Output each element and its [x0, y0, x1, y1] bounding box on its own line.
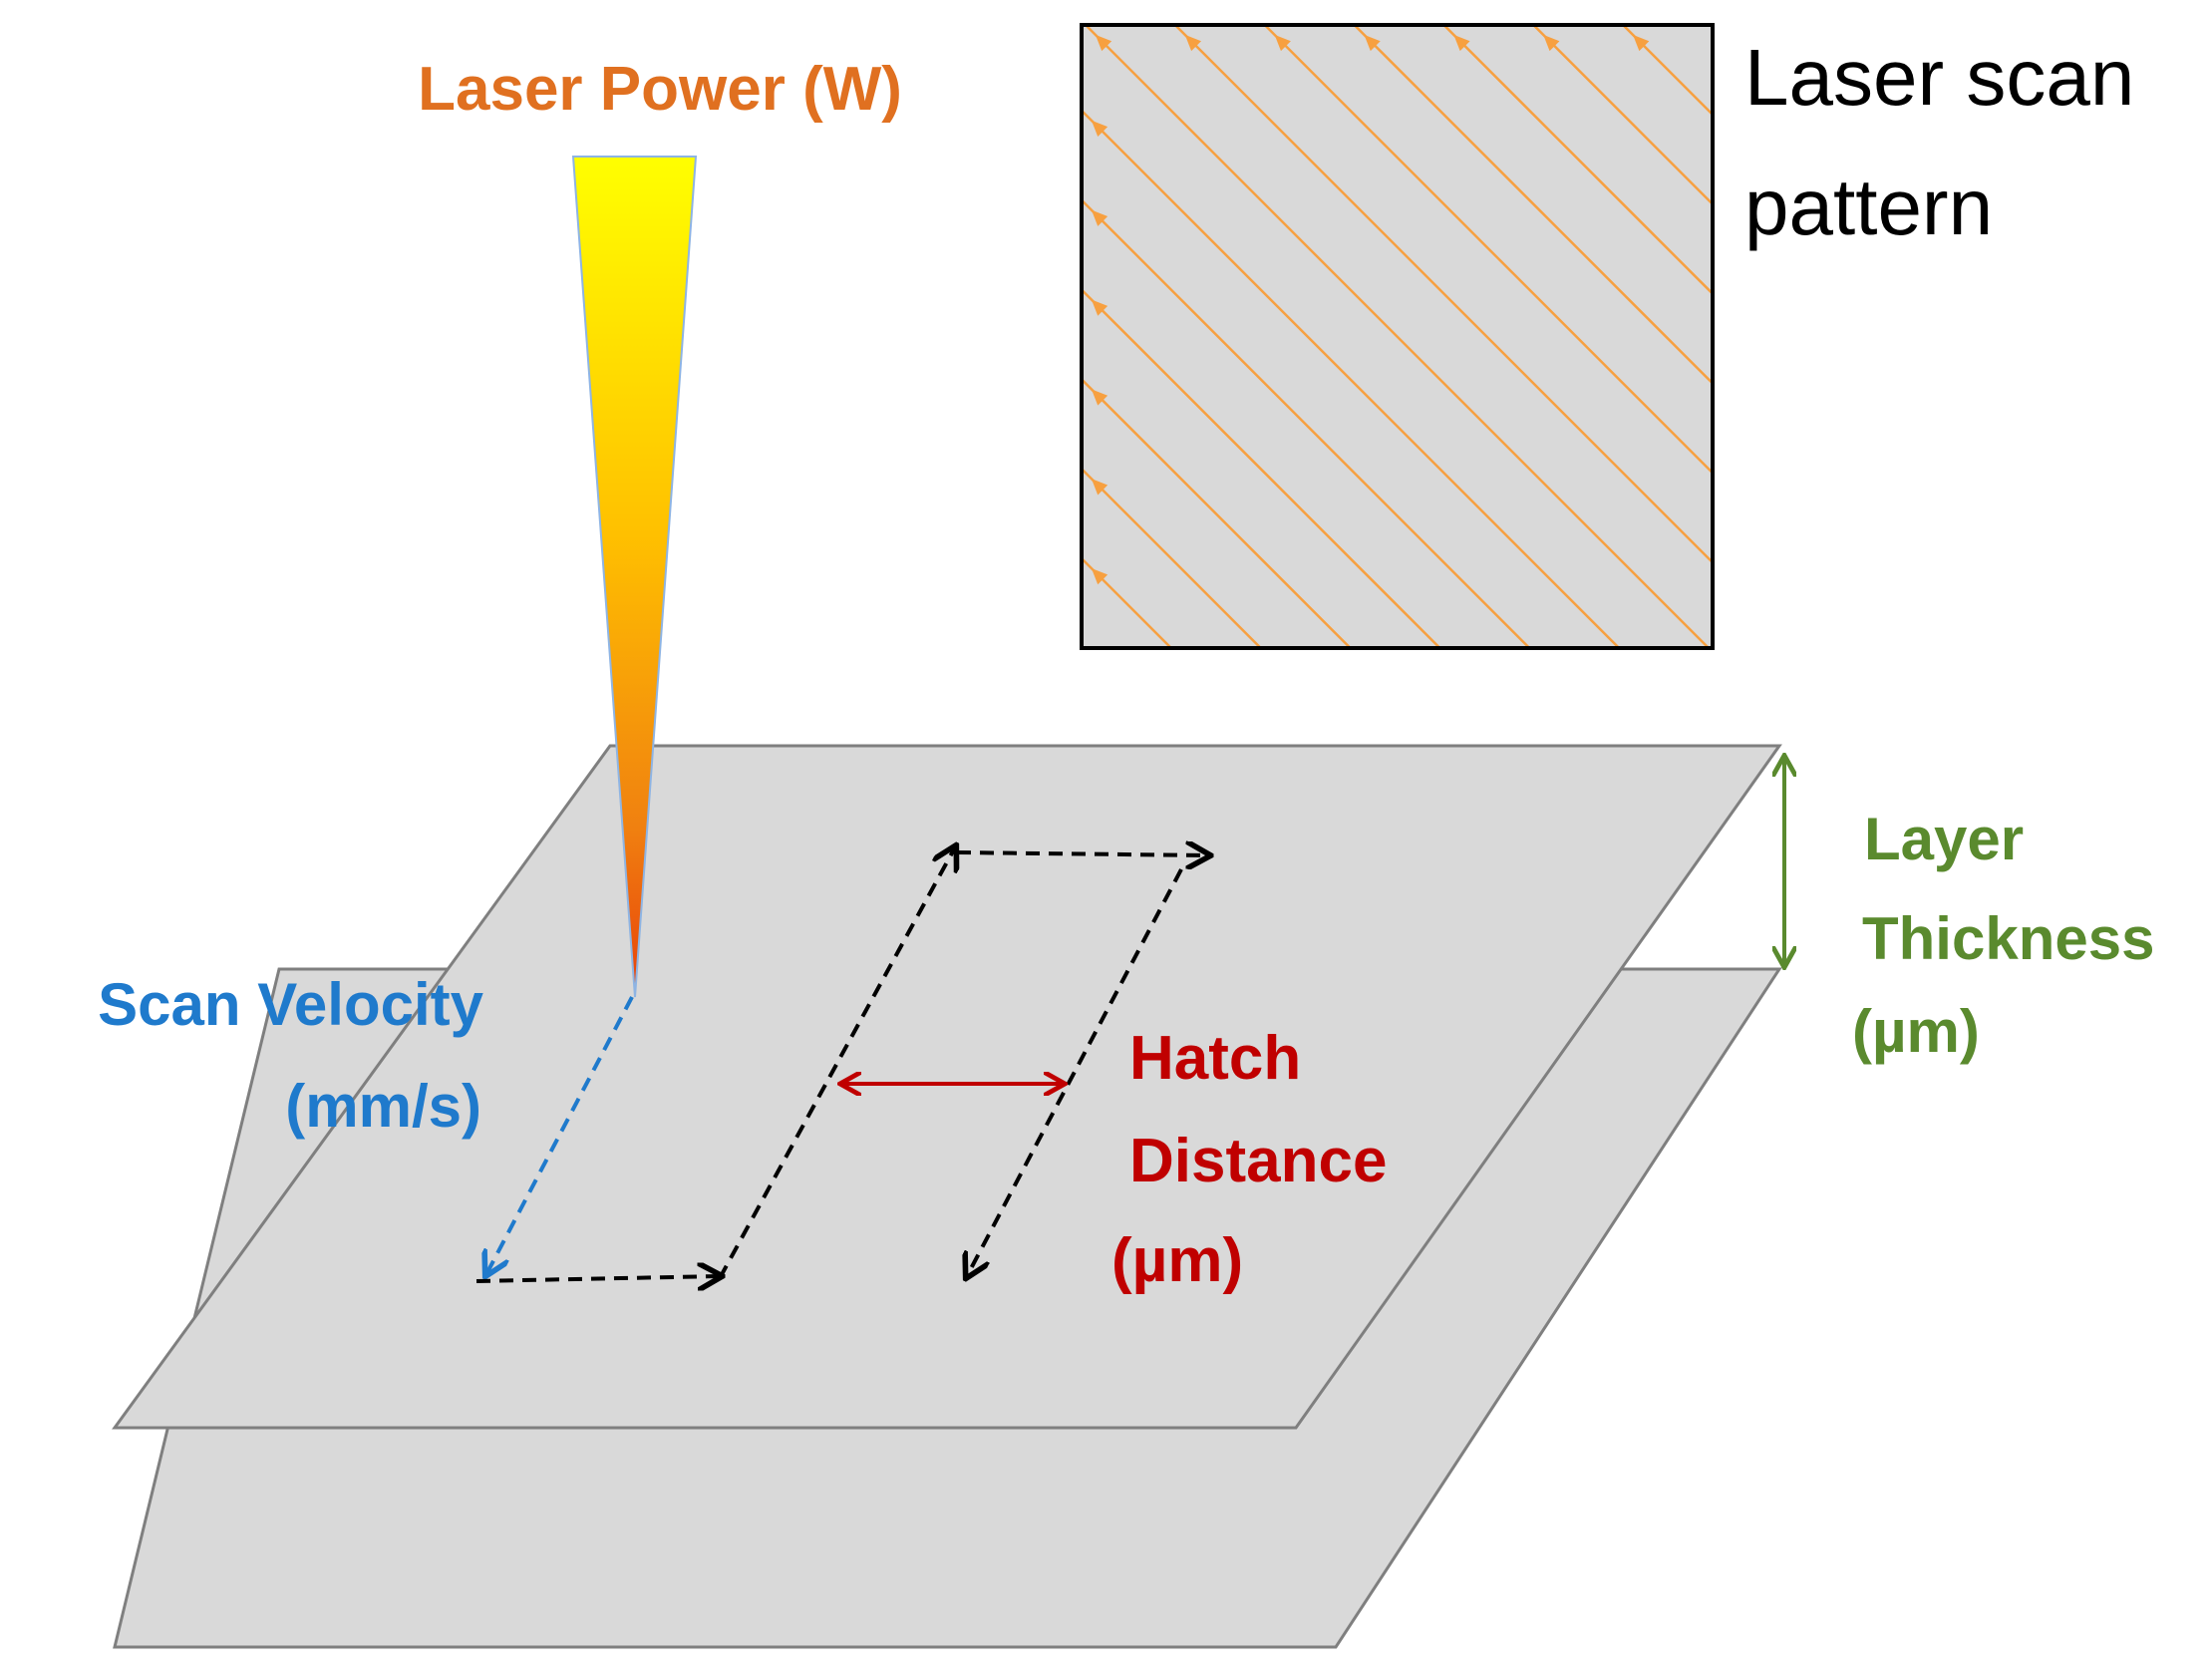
- scan-velocity-label-line1: Scan Velocity: [98, 971, 483, 1038]
- scan-pattern-label-line1: Laser scan: [1744, 33, 2134, 122]
- scan-pattern-inset: [1080, 23, 1715, 650]
- scan-hatch-line: [1085, 25, 1710, 648]
- scan-hatch-line: [1442, 25, 1713, 295]
- scan-hatch-arrowhead: [1091, 479, 1108, 496]
- scan-velocity-label-line2: (mm/s): [285, 1073, 481, 1140]
- layer-thickness-label-line2: Thickness: [1862, 905, 2154, 972]
- scan-hatch-arrowhead: [1091, 568, 1108, 585]
- scan-pattern-hatch-lines: [1082, 25, 1713, 648]
- scan-hatch-line: [1082, 288, 1441, 648]
- scan-hatch-arrowhead: [1274, 34, 1291, 52]
- scan-hatch-line: [1353, 25, 1713, 385]
- scan-hatch-arrowhead: [1633, 34, 1650, 52]
- scan-hatch-arrowhead: [1184, 34, 1202, 52]
- scan-hatch-arrowhead: [1091, 120, 1108, 138]
- scan-hatch-arrowhead: [1364, 34, 1381, 52]
- layer-thickness-label-line1: Layer: [1864, 806, 2024, 872]
- scan-hatch-line: [1263, 25, 1713, 475]
- scan-hatch-arrowhead: [1091, 299, 1108, 316]
- laser-power-label: Laser Power (W): [418, 55, 902, 124]
- scan-hatch-line: [1082, 468, 1262, 648]
- scan-hatch-line: [1082, 378, 1352, 648]
- scan-velocity-path-arrow: [486, 996, 634, 1274]
- scan-hatch-arrowhead: [1091, 209, 1108, 226]
- hatch-distance-label-line1: Hatch: [1129, 1024, 1301, 1093]
- scan-hatch-arrowhead: [1095, 34, 1112, 52]
- hatch-distance-label-line2: Distance: [1129, 1127, 1387, 1195]
- scan-pattern-label-line2: pattern: [1744, 163, 1993, 251]
- scan-hatch-line: [1082, 198, 1531, 648]
- laser-beam: [571, 156, 698, 998]
- scan-hatch-line: [1532, 25, 1713, 205]
- scan-path: [475, 847, 1208, 1281]
- hatch-distance-label-line3: (µm): [1111, 1226, 1243, 1295]
- scan-path-segment: [718, 847, 955, 1279]
- scan-hatch-line: [1082, 109, 1621, 648]
- scan-path-segment: [967, 868, 1183, 1276]
- scan-hatch-arrowhead: [1453, 34, 1470, 52]
- scan-hatch-arrowhead: [1543, 34, 1560, 52]
- scan-hatch-line: [1173, 25, 1713, 564]
- scan-path-segment: [475, 1276, 720, 1281]
- layer-thickness-label-line3: (µm): [1852, 998, 1980, 1065]
- scan-path-segment: [956, 852, 1208, 855]
- scan-hatch-arrowhead: [1091, 389, 1108, 406]
